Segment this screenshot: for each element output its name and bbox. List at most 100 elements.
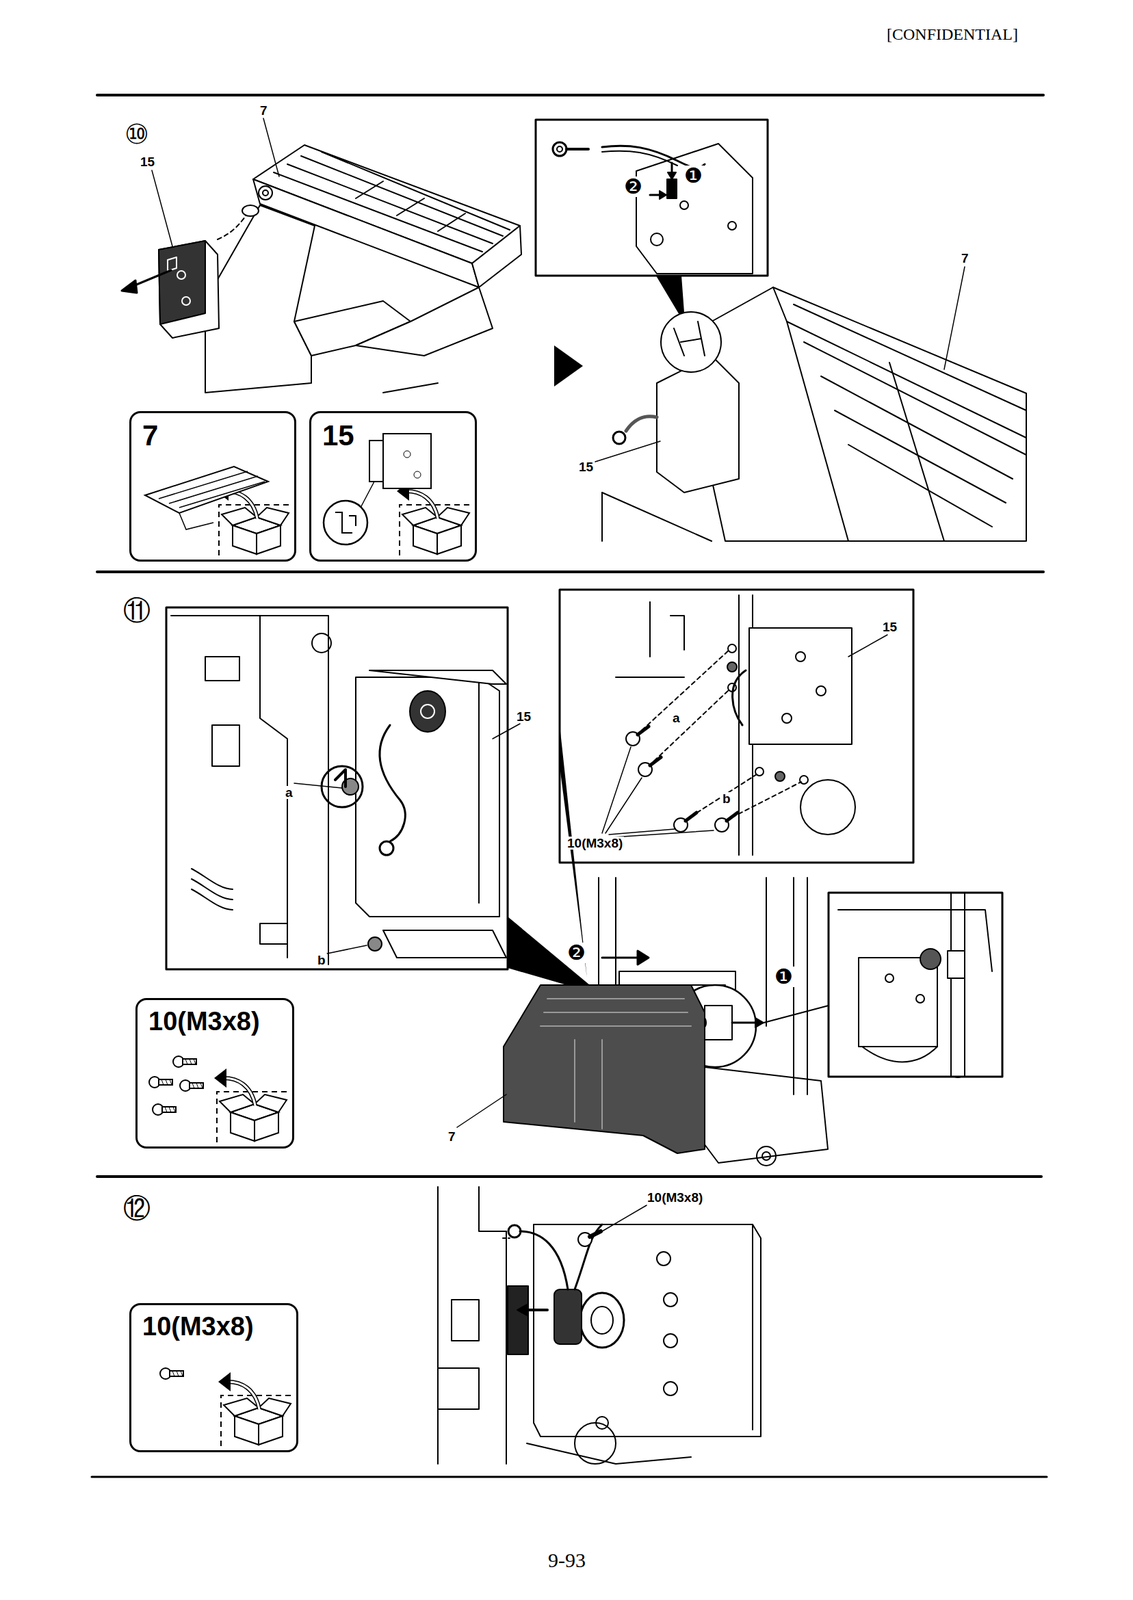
detail-inset: [727, 221, 737, 230]
step-number: ⑩: [123, 120, 151, 148]
leader-lines: [612, 830, 714, 838]
callout-letter: a: [671, 711, 682, 725]
tray-illustration: [383, 383, 438, 393]
detail-inset: [782, 713, 792, 724]
detail-inset: [650, 233, 663, 246]
detail-inset: [166, 607, 508, 970]
part-sketch: [223, 1398, 259, 1417]
part-sketch: [437, 525, 462, 555]
section-rules: [91, 1476, 1047, 1479]
detail-inset: [615, 602, 685, 678]
sequence-marker: ❷: [565, 942, 588, 964]
parts-box: 10(M3x8): [129, 1303, 299, 1453]
detail-inset: [727, 644, 737, 653]
detail-inset: [636, 649, 730, 736]
part-sketch: [145, 466, 269, 514]
detail-inset: [552, 142, 567, 156]
part-15-bracket: [177, 270, 186, 280]
detail-inset: [916, 994, 925, 1004]
tray-dark: [503, 985, 705, 1154]
part-sketch: [189, 1083, 204, 1089]
part-sketch: [214, 1068, 227, 1088]
part-sketch: [223, 1078, 256, 1106]
part-sketch: [164, 1107, 176, 1113]
detail-inset: [659, 190, 667, 200]
detail-inset: [885, 974, 894, 983]
tray-illustration: [773, 287, 787, 322]
tray-illustration: [602, 287, 1027, 542]
part-sketch: [227, 1382, 260, 1410]
detail-inset: [420, 704, 435, 719]
tray-dark: [547, 998, 685, 1000]
part-sketch: [158, 471, 265, 530]
detail-inset: [775, 771, 785, 782]
detail-inset: [602, 151, 678, 166]
part-sketch: [232, 525, 257, 555]
detail-inset: [626, 726, 738, 832]
part-sketch: [335, 512, 356, 533]
connector-illustration: [437, 1187, 761, 1465]
part-sketch: [254, 1112, 279, 1142]
step-number: ⑫: [121, 1194, 152, 1222]
connector-illustration: [451, 1299, 479, 1341]
leader-lines: [602, 747, 631, 834]
section-rules: [97, 1175, 1042, 1179]
connector-illustration: [663, 1334, 678, 1348]
connector-illustration: [519, 1231, 568, 1290]
part-number: 15: [311, 413, 355, 451]
detail-inset: [311, 633, 332, 653]
detail-inset: [478, 677, 480, 904]
tray-illustration: [656, 355, 739, 493]
wire-harness: [242, 205, 259, 217]
detail-inset: [559, 589, 914, 863]
detail-inset: [559, 589, 914, 863]
detail-inset: [800, 779, 856, 835]
sequence-marker: ❶: [682, 165, 705, 187]
part-sketch: [162, 1107, 176, 1113]
detail-inset: [828, 892, 1003, 1077]
connector-illustration: [526, 1443, 692, 1465]
tray-illustration: [396, 198, 425, 216]
callout-letter: b: [316, 953, 328, 967]
insert-arrow: [602, 951, 649, 965]
section-rules: [97, 570, 1044, 574]
detail-inset: [727, 662, 737, 672]
part-15-bracket: [181, 296, 191, 306]
part-sketch: [158, 1079, 173, 1086]
part-sketch: [369, 440, 384, 482]
leader-lines: [602, 1205, 647, 1232]
leader-lines: [294, 723, 520, 954]
leader-lines: [602, 634, 888, 838]
part-sketch: [227, 1382, 260, 1410]
detail-inset: [862, 1046, 938, 1063]
leader-lines: [327, 945, 367, 954]
tray-illustration: [205, 145, 522, 393]
detail-inset: [368, 937, 382, 952]
detail-inset: [685, 812, 697, 822]
detail-inset: [648, 689, 730, 767]
tray-illustration: [711, 287, 1027, 542]
inset-pointer: [507, 725, 603, 996]
tray-illustration: [660, 311, 722, 373]
parts-box: 10(M3x8): [135, 998, 295, 1149]
machine-illustration: [697, 1067, 828, 1164]
tray-dark: [540, 998, 692, 1129]
part-sketch: [161, 1079, 172, 1086]
tray-illustration: [205, 205, 315, 393]
detail-inset: [383, 930, 507, 958]
leader-lines: [457, 1094, 507, 1128]
tray-illustration: [613, 431, 626, 445]
connector-illustration: [533, 1224, 761, 1437]
connector-illustration: [574, 1423, 616, 1465]
connector-illustration: [502, 1237, 510, 1240]
machine-illustration: [765, 877, 767, 1027]
tray-illustration: [301, 155, 503, 237]
parts-box: 15: [309, 411, 477, 562]
part-sketch: [254, 1094, 287, 1113]
part-sketch: [256, 525, 281, 555]
tray-illustration: [821, 376, 1013, 479]
insert-arrow: [637, 951, 649, 965]
part-sketch: [406, 491, 438, 519]
part-number: 10(M3x8): [137, 1000, 260, 1035]
leader-lines: [595, 266, 965, 462]
